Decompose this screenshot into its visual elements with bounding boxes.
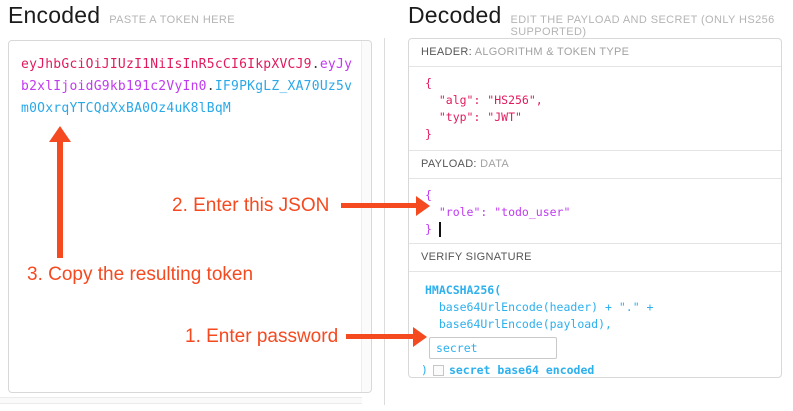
- encoded-token-textarea[interactable]: eyJhbGciOiJIUzI1NiIsInR5cCI6IkpXVCJ9.eyJ…: [8, 40, 372, 393]
- secret-base64-checkbox-label: secret base64 encoded: [448, 363, 595, 377]
- token-separator-dot: .: [311, 57, 320, 72]
- secret-base64-checkbox[interactable]: [432, 365, 444, 376]
- annotation-step1-label: 1. Enter password: [185, 326, 339, 347]
- signature-footer-row: ) secret base64 encoded: [409, 362, 781, 377]
- decoded-panel: HEADER: ALGORITHM & TOKEN TYPE { "alg": …: [408, 38, 782, 378]
- header-json-editor: { "alg": "HS256", "typ": "JWT" }: [409, 67, 781, 151]
- decoded-subtitle: EDIT THE PAYLOAD AND SECRET (ONLY HS256 …: [510, 14, 775, 38]
- jwt-token-text: eyJhbGciOiJIUzI1NiIsInR5cCI6IkpXVCJ9.eyJ…: [21, 54, 355, 120]
- panel-divider: [384, 38, 385, 405]
- token-signature-segment: IF9PKgLZ_XA70Uz5vm0OxrqYTCQdXxBA0Oz4uK8l…: [21, 79, 353, 116]
- text-cursor: [439, 222, 441, 237]
- token-payload-segment: eyJyb2xlIjoidG9kb191c2VyIn0: [21, 57, 353, 94]
- annotation-step1-arrow-shaft: [346, 334, 414, 339]
- base64-payload-line: base64UrlEncode(payload),: [425, 317, 612, 331]
- annotation-step3-arrow-shaft: [57, 141, 63, 258]
- encoded-panel-header: Encoded PASTE A TOKEN HERE: [8, 2, 235, 29]
- header-label: HEADER:: [421, 46, 472, 58]
- payload-sublabel: DATA: [480, 158, 510, 170]
- encoded-title: Encoded: [8, 2, 101, 28]
- annotation-step2-arrowhead-icon: [416, 196, 430, 216]
- payload-section-label: PAYLOAD: DATA: [409, 151, 781, 179]
- payload-label: PAYLOAD:: [421, 158, 477, 170]
- header-section-label: HEADER: ALGORITHM & TOKEN TYPE: [409, 39, 781, 67]
- decoded-title: Decoded: [408, 2, 502, 28]
- token-header-segment: eyJhbGciOiJIUzI1NiIsInR5cCI6IkpXVCJ9: [21, 57, 312, 72]
- annotation-step1-arrowhead-icon: [413, 327, 427, 347]
- annotation-step2-label: 2. Enter this JSON: [172, 195, 330, 216]
- signature-section-label: VERIFY SIGNATURE: [409, 244, 781, 272]
- horizontal-scrollbar-track[interactable]: [0, 397, 362, 404]
- header-sublabel: ALGORITHM & TOKEN TYPE: [474, 46, 630, 58]
- header-json: { "alg": "HS256", "typ": "JWT" }: [425, 76, 543, 141]
- annotation-step3-arrowhead-icon: [49, 126, 71, 142]
- annotation-step3-label: 3. Copy the resulting token: [27, 264, 254, 285]
- vertical-scrollbar-track[interactable]: [361, 41, 371, 392]
- decoded-panel-header: Decoded EDIT THE PAYLOAD AND SECRET (ONL…: [408, 2, 793, 38]
- encoded-subtitle: PASTE A TOKEN HERE: [109, 14, 236, 26]
- closing-paren: ): [421, 363, 428, 377]
- hmac-function-line: HMACSHA256(: [425, 283, 502, 297]
- base64-header-line: base64UrlEncode(header) + "." +: [425, 300, 654, 314]
- secret-input[interactable]: [429, 337, 557, 359]
- token-separator-dot: .: [206, 79, 215, 94]
- annotation-step2-arrow-shaft: [341, 203, 417, 208]
- payload-json: { "role": "todo_user" }: [425, 188, 571, 236]
- payload-json-editor[interactable]: { "role": "todo_user" }: [409, 179, 781, 244]
- signature-editor: HMACSHA256( base64UrlEncode(header) + ".…: [409, 272, 781, 377]
- verify-signature-label: VERIFY SIGNATURE: [421, 251, 532, 263]
